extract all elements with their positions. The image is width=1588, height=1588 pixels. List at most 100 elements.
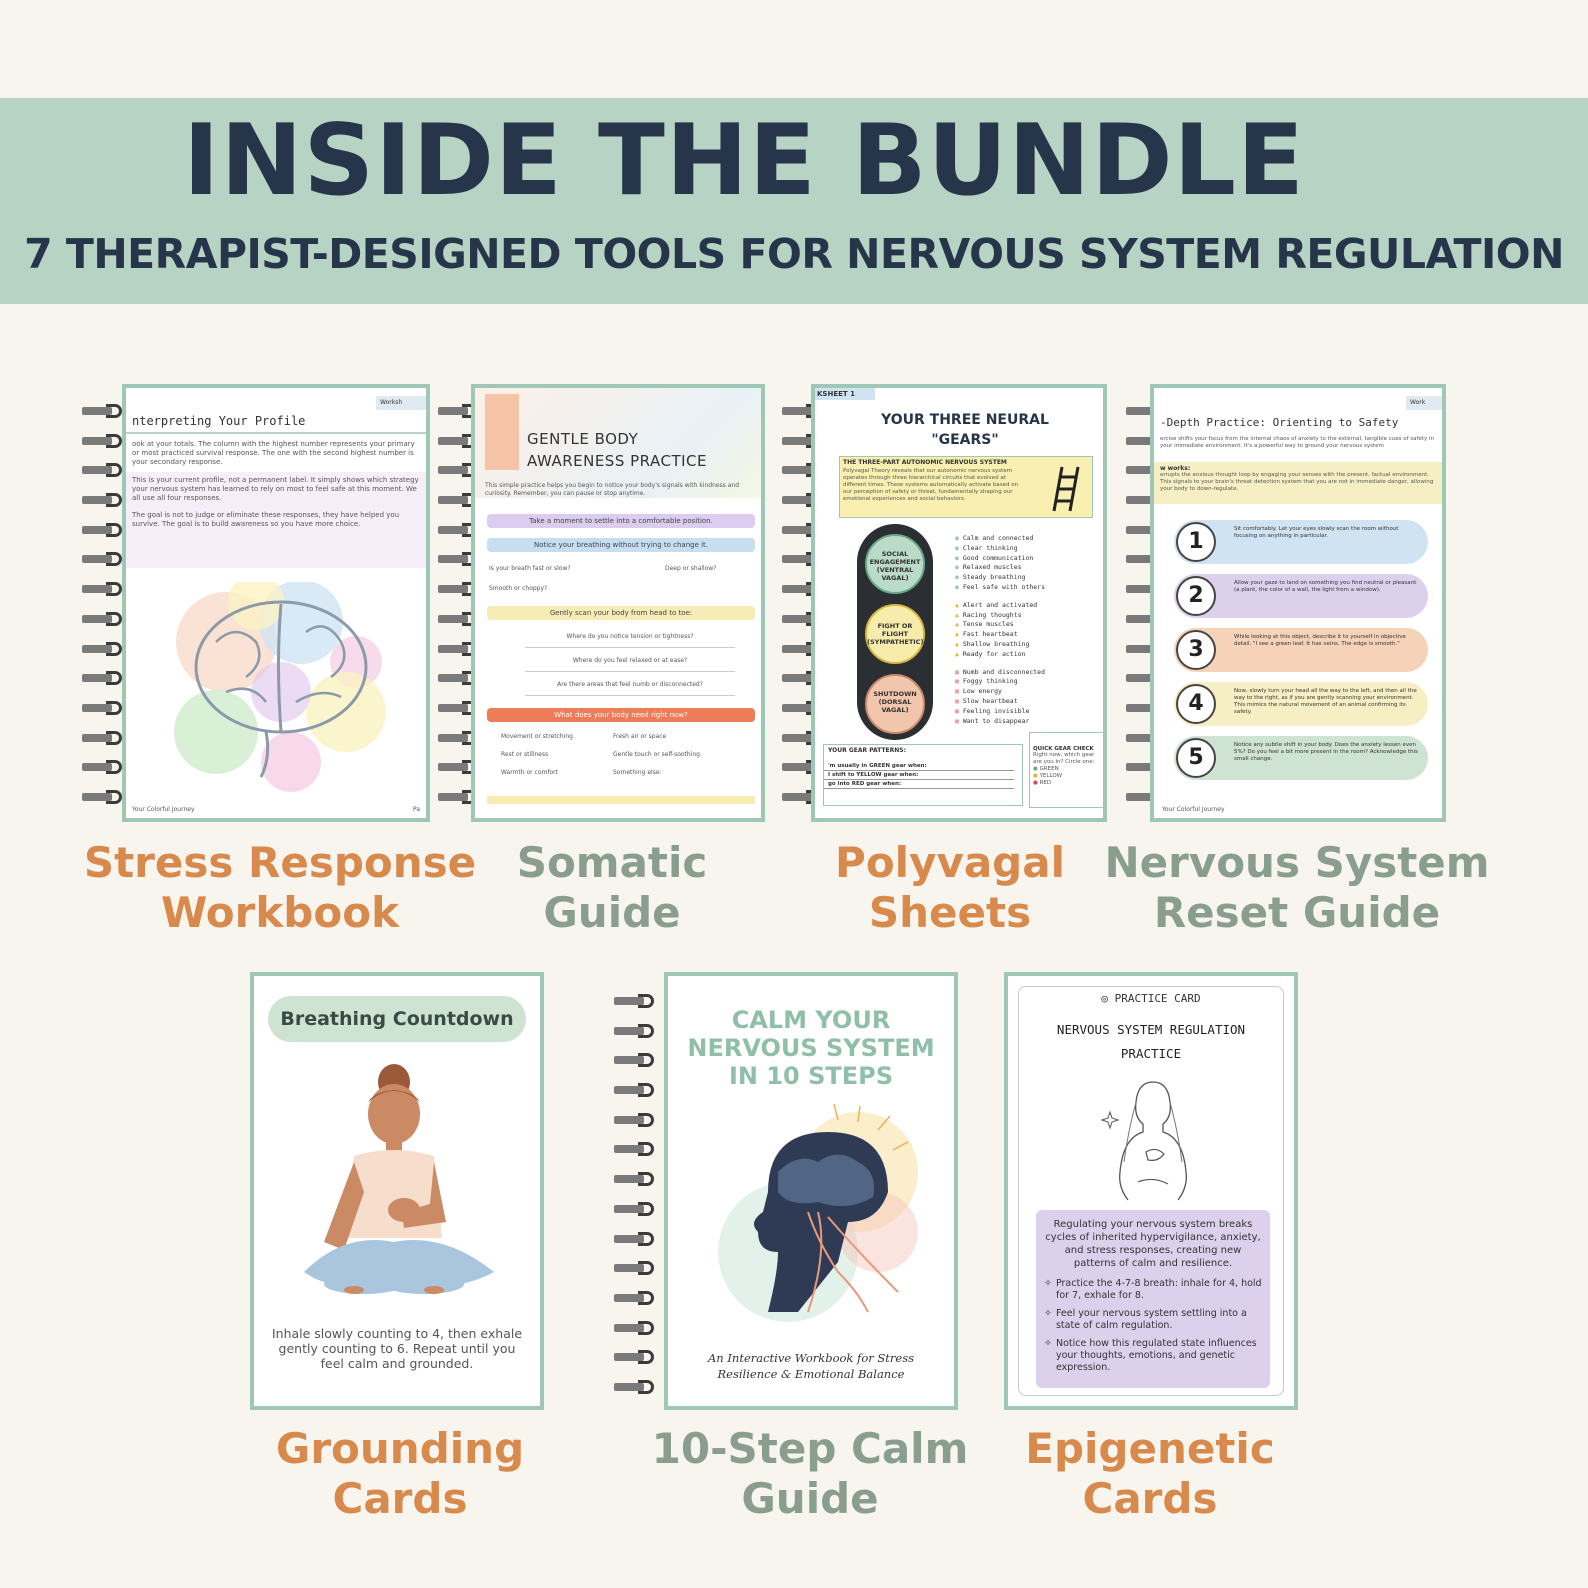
polyvagal-sheet-page: KSHEET 1 YOUR THREE NEURAL "GEARS" THE T… [811,384,1107,822]
page-tag: Worksh [376,396,426,410]
check-text: Right now, which gear are you in? Circle… [1033,752,1095,765]
cover-title-line-2: NERVOUS SYSTEM [687,1034,935,1062]
symptom-text: Steady breathing [962,573,1026,582]
bullet-icon: ■ [955,716,963,725]
binding-ring [614,1023,660,1038]
info-box-title: THE THREE-PART AUTONOMIC NERVOUS SYSTEM [843,459,1007,466]
card-tag-text: PRACTICE CARD [1114,992,1201,1005]
bullet-icon: ■ [955,687,963,696]
woman-line-illustration [1100,1081,1187,1201]
bullet-text: Notice how this regulated state influenc… [1055,1338,1257,1373]
label-line-1: Epigenetic [1025,1424,1275,1473]
bullet-icon: ▲ [955,639,963,648]
banner-subtitle: 7 THERAPIST-DESIGNED TOOLS FOR NERVOUS S… [24,230,1564,278]
label-line-1: Polyvagal [835,838,1065,887]
heading-line-2: "GEARS" [931,432,999,448]
label-line-2: Guide [741,1474,879,1523]
question-tension: Where do you notice tension or tightness… [525,632,735,648]
binding-ring [82,611,128,626]
step-text: Allow your gaze to land on something you… [1234,580,1417,593]
accent-block [485,394,519,470]
symptom-text: Tense muscles [962,620,1014,629]
binding-ring [82,493,128,508]
binding-ring [82,641,128,656]
symptom-item: ▲ Shallow breathing [955,639,1103,650]
card-title-line-1: NERVOUS SYSTEM REGULATION [1056,1022,1246,1037]
step-number: 4 [1176,684,1216,724]
reset-guide-page: Work -Depth Practice: Orienting to Safet… [1150,384,1446,822]
patterns-title: YOUR GEAR PATTERNS: [828,747,906,754]
need-option: Gentle touch or self-soothing [613,751,700,758]
product-label-stress-response: Stress Response Workbook [70,838,490,938]
need-option: Warmth or comfort [501,769,558,776]
symptom-item: ● Calm and connected [955,534,1103,544]
step-text: Sit comfortably. Let your eyes slowly sc… [1234,526,1399,539]
step-text: Now, slowly turn your head all the way t… [1234,688,1417,715]
cover-title: CALM YOUR NERVOUS SYSTEM IN 10 STEPS [668,1006,954,1090]
bullet-icon: ● [955,534,963,542]
binding-ring [614,1172,660,1187]
binding-ring [82,671,128,686]
symptom-group: ■ Numb and disconnected■ Foggy thinking■… [955,668,1103,727]
gear-traffic-light: SOCIAL ENGAGEMENT (VENTRAL VAGAL) FIGHT … [857,524,933,740]
product-label-epigenetic: Epigenetic Cards [990,1424,1310,1524]
step-row: 4 Now, slowly turn your head all the way … [1174,682,1428,726]
card-title-line-2: PRACTICE [1120,1046,1182,1061]
binding-ring [614,1201,660,1216]
spiral-icon: ◎ [1101,992,1108,1005]
step-number: 1 [1176,522,1216,562]
label-line-1: Grounding [275,1424,525,1473]
binding-ring [614,1231,660,1246]
bullet-icon: ▲ [955,630,963,639]
symptom-text: Clear thinking [962,543,1018,552]
check-title: QUICK GEAR CHECK [1033,746,1094,752]
card-title: Breathing Countdown [268,996,526,1042]
step-number: 2 [1176,576,1216,616]
red-gear: SHUTDOWN (DORSAL VAGAL) [865,674,925,734]
page-footer: Your Colorful Journey [1162,806,1225,813]
binding-ring [614,1380,660,1394]
symptom-text: Foggy thinking [962,677,1018,686]
symptom-text: Calm and connected [962,534,1034,542]
card-bullets: ✧Practice the 4-7-8 breath: inhale for 4… [1044,1278,1262,1374]
symptom-item: ▲ Racing thoughts [955,611,1103,621]
label-line-1: 10-Step Calm [651,1424,969,1473]
step-row: 2 Allow your gaze to land on something yo… [1174,574,1428,618]
symptom-text: Low energy [962,687,1002,696]
step-number: 3 [1176,630,1216,670]
card-body-text: Regulating your nervous system breaks cy… [1045,1219,1261,1269]
symptom-text: Slow heartbeat [962,696,1018,705]
sparkle-icon: ✧ [1044,1338,1052,1349]
quick-gear-check: QUICK GEAR CHECK Right now, which gear a… [1029,732,1103,808]
symptom-item: ● Steady breathing [955,573,1103,583]
question-numb: Are there areas that feel numb or discon… [525,680,735,696]
page-heading: GENTLE BODY AWARENESS PRACTICE [527,428,707,472]
binding-ring [614,1142,660,1157]
symptom-text: Want to disappear [962,716,1030,725]
check-option-green: GREEN [1039,766,1059,772]
symptom-item: ● Clear thinking [955,543,1103,554]
heading-line-1: GENTLE BODY [527,430,639,448]
info-box-text: Polyvagal Theory reveals that our autono… [843,468,1019,502]
check-option-red: RED [1039,780,1052,786]
binding-ring [614,1290,660,1305]
header-background [475,388,761,498]
symptom-item: ■ Feeling invisible [955,707,1103,717]
symptom-text: Alert and activated [962,600,1038,609]
page-tag: Work [1406,396,1442,410]
symptom-text: Feel safe with others [962,582,1046,591]
question-breath-speed: Is your breath fast or slow? [489,565,571,572]
step-number: 5 [1176,738,1216,778]
cover-subtitle-line-1: An Interactive Workbook for Stress [708,1351,914,1365]
ladder-icon [1052,466,1080,512]
step-2: Notice your breathing without trying to … [487,538,755,552]
paragraph-2: This is your current profile, not a perm… [132,476,419,502]
binding-ring [82,552,128,567]
symptom-item: ■ Want to disappear [955,716,1103,727]
sparkle-icon: ✧ [1044,1308,1052,1319]
symptom-item: ▲ Fast heartbeat [955,630,1103,640]
label-line-1: Nervous System [1104,838,1490,887]
somatic-guide-page: GENTLE BODY AWARENESS PRACTICE This simp… [471,384,765,822]
how-title: w works: [1160,465,1191,472]
